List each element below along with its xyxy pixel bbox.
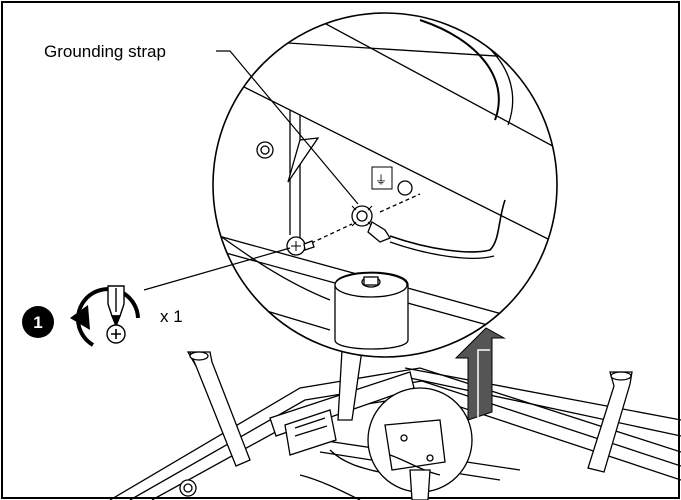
step-instruction: 1 x 1 — [22, 285, 183, 347]
phillips-screwdriver-icon — [107, 285, 125, 328]
right-leg — [587, 371, 633, 473]
callout-label: Grounding strap — [44, 42, 166, 61]
lift-up-arrow-icon — [454, 327, 506, 421]
ground-symbol-mark: ⏚ — [375, 173, 387, 187]
desk-frame — [109, 349, 681, 500]
step-leader-line — [143, 247, 291, 291]
small-detail-circle — [367, 387, 473, 500]
callout-leader-line — [216, 50, 359, 205]
step-number: 1 — [33, 313, 42, 332]
quantity-label: x 1 — [160, 307, 183, 326]
step-number-badge-icon: 1 — [22, 306, 54, 338]
magnified-detail-circle: ⏚ — [212, 12, 558, 358]
phillips-screw-head-icon — [106, 324, 126, 344]
counterclockwise-rotation-arrow-icon — [70, 287, 140, 347]
grounding-strap-callout: Grounding strap — [44, 42, 359, 205]
left-leg — [186, 351, 251, 467]
